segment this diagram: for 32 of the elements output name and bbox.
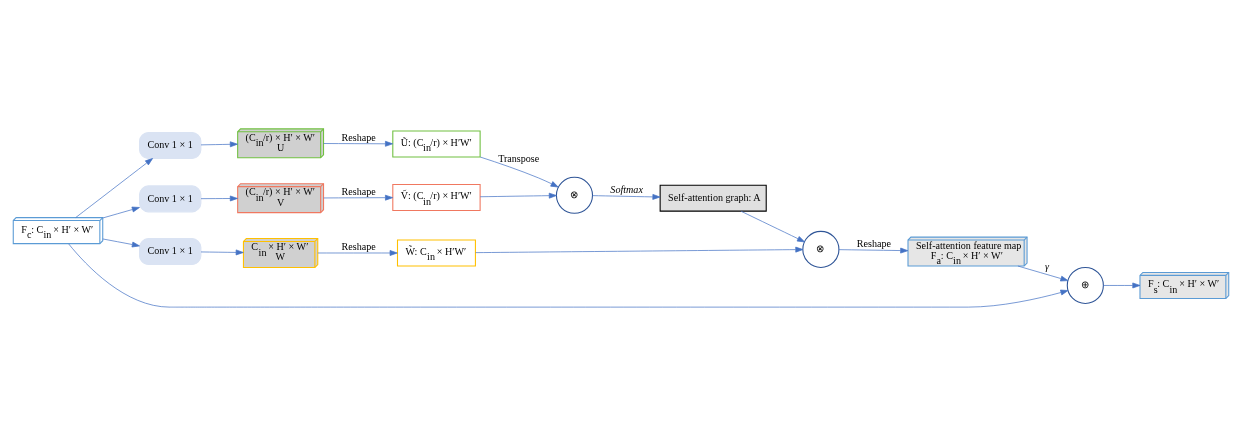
arrow: [323, 140, 393, 147]
arrow: [838, 247, 909, 254]
arrow: [1017, 265, 1069, 282]
node-box: Conv 1 × 1: [139, 185, 202, 213]
arrow: [317, 250, 398, 256]
edge-label: Reshape: [341, 241, 376, 253]
edge-label: Transpose: [498, 152, 540, 164]
arrow: [740, 210, 805, 243]
node-box: Self-attention graph: A: [659, 184, 767, 212]
arrow: [323, 194, 393, 201]
arrow: [200, 249, 244, 256]
arrow: [102, 238, 140, 248]
edge-label: Reshape: [341, 186, 376, 198]
arrow: [200, 141, 238, 148]
arrow: [479, 156, 559, 188]
arrow: [479, 192, 557, 199]
arrow: [592, 194, 661, 200]
edge-label: Reshape: [856, 237, 891, 249]
node-box: Conv 1 × 1: [139, 238, 202, 266]
arrow: [475, 246, 804, 253]
node-circle: ⊗: [802, 230, 840, 268]
edge-label: γ: [1045, 261, 1050, 273]
node-circle: ⊗: [555, 176, 594, 214]
arrow: [75, 158, 153, 218]
arrow: [102, 206, 140, 219]
arrow: [68, 243, 1069, 308]
node-circle: ⊕: [1066, 266, 1104, 305]
edge-label: Softmax: [610, 184, 643, 196]
edge-label: Reshape: [341, 132, 376, 144]
arrow: [200, 195, 238, 202]
arrow: [1102, 282, 1141, 289]
node-box: Conv 1 × 1: [139, 131, 202, 159]
